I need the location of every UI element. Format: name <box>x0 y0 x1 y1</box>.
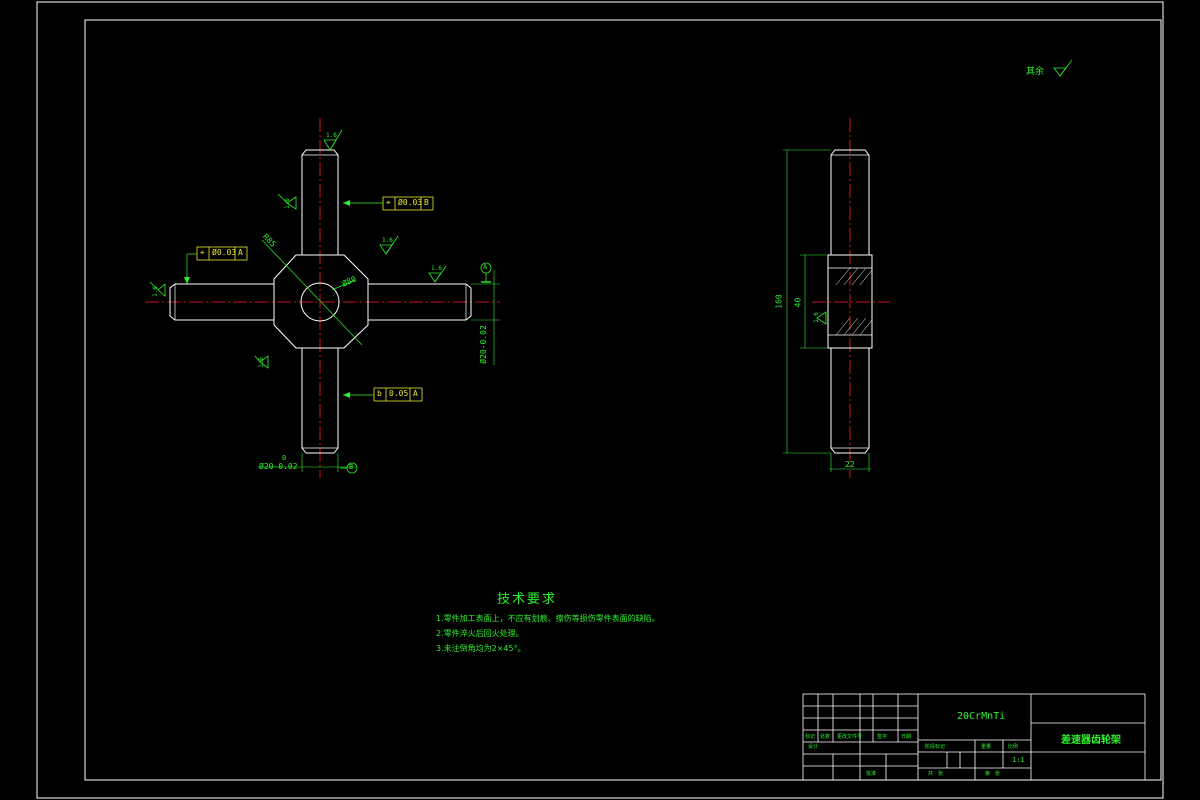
side-view <box>783 118 890 478</box>
dim-pin-dia: Ø20-0.02 <box>259 462 298 471</box>
fcf-bottom-datum: A <box>413 389 418 398</box>
side-shaft-upper <box>830 149 870 255</box>
tb-weight: 重量 <box>981 744 992 750</box>
roughness-general-label: 其余 <box>1026 67 1045 77</box>
fcf-top-symbol: ⌖ <box>386 198 391 207</box>
fcf-left <box>184 246 248 284</box>
datum-b-symbol <box>340 462 358 474</box>
datum-a-symbol <box>480 262 492 283</box>
center-hole <box>300 282 340 322</box>
roughness-value-2: 1.6 <box>283 198 291 209</box>
roughness-value-4: 1.6 <box>431 265 442 272</box>
tb-sheet: 共 张 <box>928 771 944 777</box>
tb-sheet2: 第 张 <box>985 771 1001 777</box>
arm-right <box>368 283 472 321</box>
tb-approve: 批准 <box>866 771 877 777</box>
roughness-value-1: 1.6 <box>326 132 337 139</box>
material-label: 20CrMnTi <box>957 711 1006 722</box>
hub-octagon <box>273 254 369 349</box>
tb-mark: 标记 <box>805 734 816 740</box>
roughness-general-symbol <box>1053 59 1073 77</box>
scale-value: 1:1 <box>1012 756 1025 764</box>
tb-file: 更改文件号 <box>837 734 863 740</box>
fcf-bottom-tolerance: 0.05 <box>389 389 409 398</box>
front-view <box>145 118 500 478</box>
arm-left <box>169 283 274 321</box>
arm-top <box>301 149 339 255</box>
part-name: 差速器齿轮架 <box>1061 735 1121 746</box>
dim-arm-right: Ø20-0.02 <box>478 325 488 364</box>
fcf-bottom <box>343 387 423 402</box>
dim-pin-tol-upper: 0 <box>282 454 287 462</box>
tb-ratio: 比例 <box>1008 744 1019 750</box>
tech-req-item: 2.零件淬火后回火处理。 <box>436 629 524 638</box>
dim-diagonal <box>261 239 363 346</box>
section-hatch <box>835 267 873 336</box>
tb-date: 日期 <box>901 734 912 740</box>
fcf-top-tolerance: Ø0.03 <box>398 198 423 207</box>
datum-b-label: B <box>349 463 354 471</box>
tb-design: 设计 <box>808 744 819 750</box>
fcf-left-datum: A <box>238 248 243 257</box>
fcf-top <box>343 196 434 211</box>
roughness-marks-front <box>149 129 447 369</box>
side-hub <box>827 254 873 349</box>
outer-frame <box>36 1 1164 799</box>
fcf-top-datum: B <box>424 198 429 207</box>
tb-stage: 阶段标记 <box>925 744 946 750</box>
title-block <box>802 693 1146 781</box>
dim-width: 22 <box>845 460 855 469</box>
roughness-mark-side <box>816 311 827 325</box>
tb-count: 处数 <box>820 734 831 740</box>
roughness-value-6: 1.6 <box>257 357 265 368</box>
side-roughness-value: 1.6 <box>812 312 820 323</box>
inner-frame <box>84 19 1162 781</box>
tech-req-item: 1.零件加工表面上，不应有划痕、擦伤等损伤零件表面的缺陷。 <box>436 614 660 623</box>
dim-hole-leader <box>331 279 356 291</box>
fcf-bottom-symbol: b <box>377 389 382 398</box>
arm-bottom <box>301 348 339 454</box>
dim-total-height: 160 <box>774 294 784 309</box>
fcf-left-symbol: ⌖ <box>200 248 205 257</box>
tech-req-list: 1.零件加工表面上，不应有划痕、擦伤等损伤零件表面的缺陷。 2.零件淬火后回火处… <box>436 611 660 656</box>
datum-a-label: A <box>483 263 488 271</box>
fcf-left-tolerance: Ø0.03 <box>212 248 237 257</box>
roughness-value-5: 1.6 <box>151 286 159 297</box>
tech-req-item: 3.未注倒角均为2×45°。 <box>436 644 526 653</box>
tech-req-title: 技术要求 <box>497 592 558 607</box>
tb-sign: 签字 <box>877 734 888 740</box>
roughness-value-3: 1.6 <box>382 237 393 244</box>
dim-hub-height: 40 <box>793 297 803 308</box>
